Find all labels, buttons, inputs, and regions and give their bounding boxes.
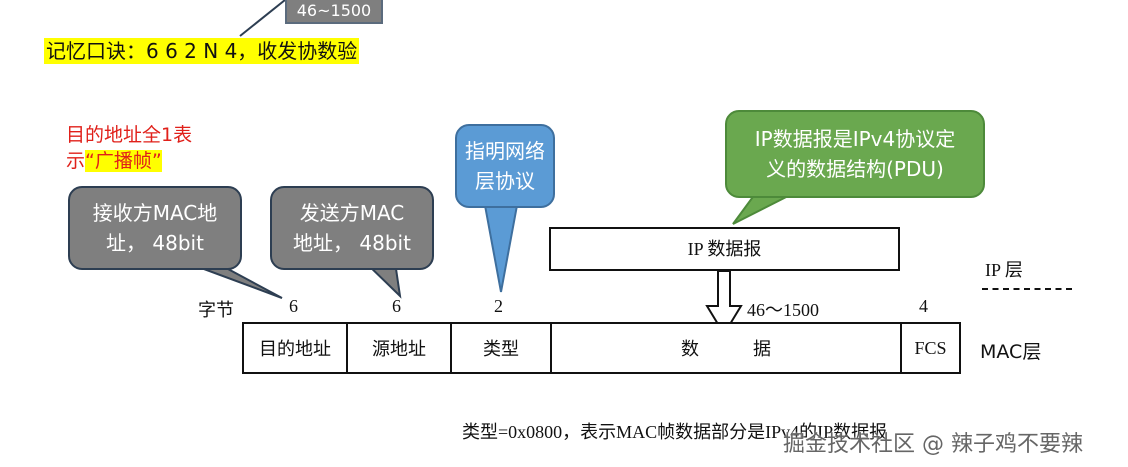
callout-type-line1: 指明网络 [465, 139, 545, 163]
byte-row-label: 字节 [198, 300, 234, 320]
top-box-leader-line [239, 0, 286, 37]
watermark-text: 掘金技术社区 @ 辣子鸡不要辣 [783, 432, 1083, 457]
frame-field-dst: 目的地址 [244, 324, 348, 372]
callout-src-line1: 发送方MAC [299, 201, 405, 225]
broadcast-note-line2: 示“广播帧” [66, 148, 236, 174]
broadcast-note-line1: 目的地址全1表 [66, 124, 193, 146]
type-value-note: 类型=0x0800，表示MAC帧数据部分是IPv4的IP数据报 [462, 422, 888, 442]
byte-count-fcs: 4 [919, 296, 928, 316]
broadcast-note-highlight: “广播帧” [85, 150, 162, 172]
callout-ip-line2: 义的数据结构(PDU) [766, 157, 944, 181]
ip-layer-divider [982, 288, 1072, 290]
frame-field-fcs: FCS [914, 337, 947, 358]
ip-to-frame-arrow [705, 270, 743, 336]
callout-ip-line1: IP数据报是IPv4协议定 [754, 127, 956, 151]
callout-type-line2: 层协议 [475, 169, 535, 193]
callout-src-mac: 发送方MAC 地址， 48bit [270, 186, 434, 270]
callout-dst-line2: 址， 48bit [106, 231, 204, 255]
broadcast-note: 目的地址全1表 示“广播帧” [66, 122, 236, 174]
top-length-box: 46~1500 [285, 0, 383, 24]
callout-src-line2: 地址， 48bit [293, 231, 411, 255]
mac-frame: 目的地址 源地址 类型 数 据 FCS [242, 322, 961, 374]
frame-field-src: 源地址 [348, 324, 452, 372]
frame-field-type: 类型 [452, 324, 552, 372]
frame-field-data: 数 据 [552, 324, 902, 372]
byte-count-data: 46～1500 [747, 300, 819, 320]
callout-type-tail [482, 199, 520, 293]
byte-count-dst: 6 [289, 296, 298, 316]
callout-ip-datagram: IP数据报是IPv4协议定 义的数据结构(PDU) [725, 110, 985, 198]
broadcast-note-prefix: 示 [66, 150, 86, 172]
byte-count-type: 2 [494, 296, 503, 316]
ip-datagram-box: IP 数据报 [549, 227, 900, 271]
callout-dst-line1: 接收方MAC地 [92, 201, 218, 225]
byte-count-src: 6 [392, 296, 401, 316]
mnemonic-text: 记忆口诀：6 6 2 N 4，收发协数验 [44, 38, 360, 64]
mac-layer-label: MAC层 [980, 341, 1042, 363]
callout-dst-mac: 接收方MAC地 址， 48bit [68, 186, 242, 270]
ip-layer-label: IP 层 [985, 260, 1023, 280]
callout-type: 指明网络 层协议 [455, 124, 555, 208]
